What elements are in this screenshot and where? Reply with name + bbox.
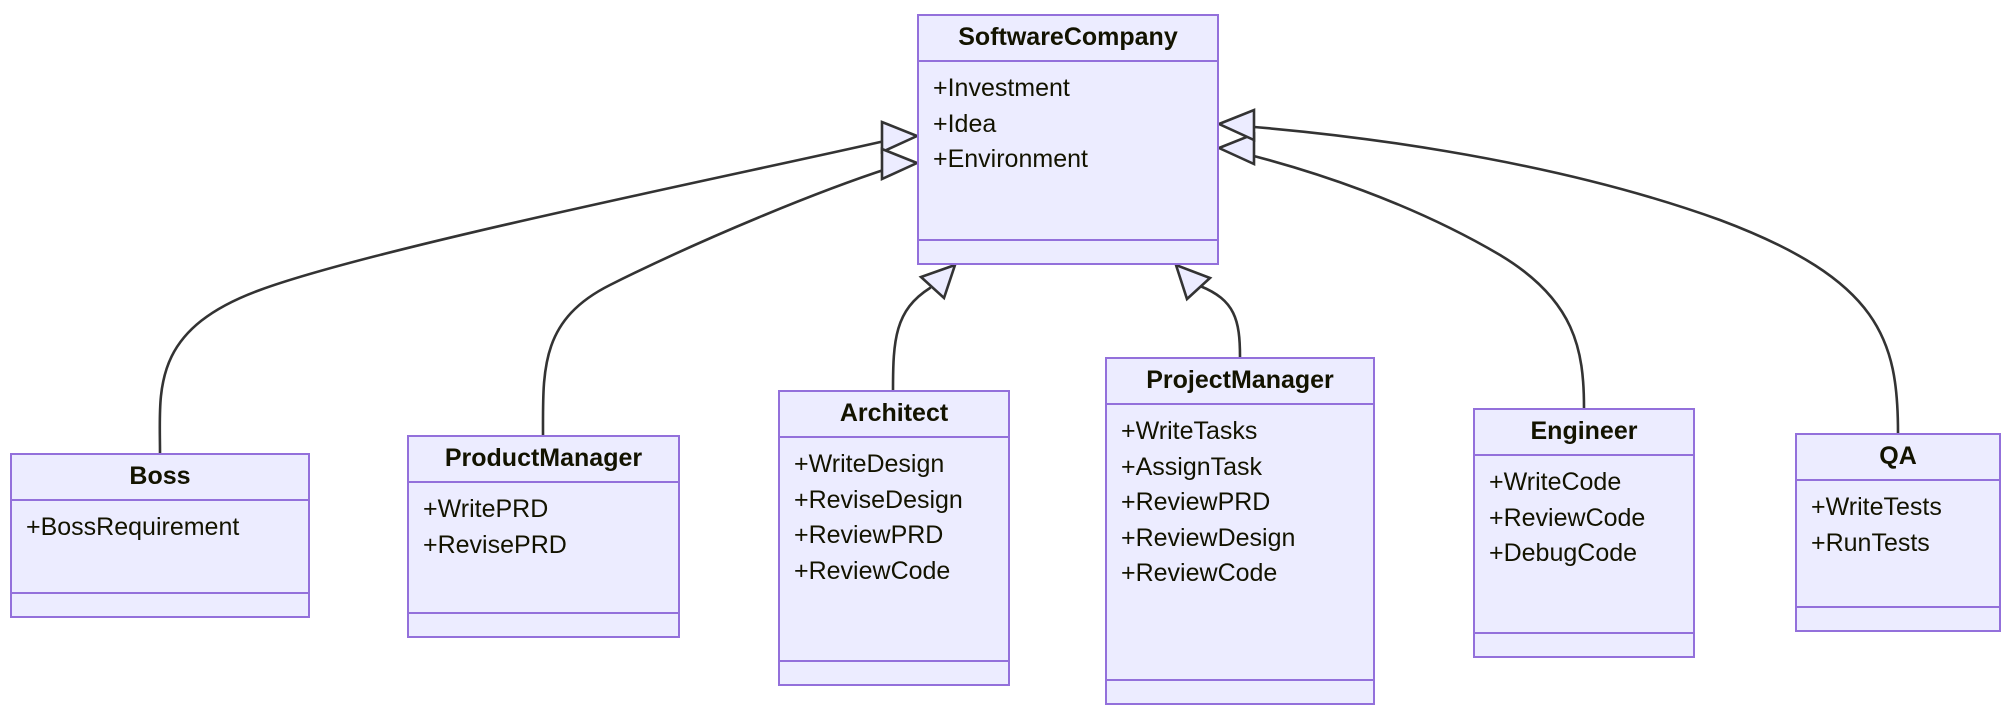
class-methods-software-company	[919, 241, 1217, 263]
class-box-software-company[interactable]: SoftwareCompany +Investment +Idea +Envir…	[917, 14, 1219, 265]
class-box-product-manager[interactable]: ProductManager +WritePRD +RevisePRD	[407, 435, 680, 638]
class-attributes-qa: +WriteTests +RunTests	[1797, 481, 1999, 608]
hollow-triangle-arrowhead	[1173, 262, 1213, 302]
attribute-item: +DebugCode	[1489, 539, 1638, 567]
class-name-boss: Boss	[12, 455, 308, 501]
class-name-project-manager: ProjectManager	[1107, 359, 1373, 405]
class-attributes-product-manager: +WritePRD +RevisePRD	[409, 483, 678, 614]
attribute-item: +ReviewCode	[794, 556, 951, 585]
attribute-item: +WriteTests	[1811, 493, 1942, 521]
class-methods-engineer	[1475, 634, 1693, 656]
class-name-architect: Architect	[780, 392, 1008, 438]
class-methods-architect	[780, 662, 1008, 684]
hollow-triangle-arrowhead	[880, 120, 921, 155]
attribute-item: +ReviewPRD	[794, 521, 944, 549]
class-methods-boss	[12, 594, 308, 616]
class-name-qa: QA	[1797, 435, 1999, 481]
class-box-boss[interactable]: Boss +BossRequirement	[10, 453, 310, 618]
attribute-item: +RunTests	[1811, 528, 1930, 557]
attribute-item: +WritePRD	[423, 495, 549, 523]
attribute-item: +AssignTask	[1121, 452, 1263, 481]
class-attributes-boss: +BossRequirement	[12, 501, 308, 594]
class-box-engineer[interactable]: Engineer +WriteCode +ReviewCode +DebugCo…	[1473, 408, 1695, 658]
class-attributes-project-manager: +WriteTasks +AssignTask +ReviewPRD +Revi…	[1107, 405, 1373, 681]
attribute-item: +Investment	[933, 74, 1070, 102]
class-name-software-company: SoftwareCompany	[919, 16, 1217, 62]
attribute-item: +Idea	[933, 109, 997, 138]
edge-project-manager-to-software-company	[1173, 262, 1242, 359]
class-attributes-architect: +WriteDesign +ReviseDesign +ReviewPRD +R…	[780, 438, 1008, 662]
class-box-qa[interactable]: QA +WriteTests +RunTests	[1795, 433, 2001, 632]
attribute-item: +RevisePRD	[423, 530, 567, 559]
class-box-architect[interactable]: Architect +WriteDesign +ReviseDesign +Re…	[778, 390, 1010, 686]
edge-architect-to-software-company	[891, 262, 958, 392]
hollow-triangle-arrowhead	[880, 147, 921, 182]
class-methods-product-manager	[409, 614, 678, 636]
hollow-triangle-arrowhead	[1215, 108, 1256, 143]
attribute-item: +ReviewPRD	[1121, 488, 1271, 516]
hollow-triangle-arrowhead	[1215, 132, 1256, 167]
attribute-item: +ReviewCode	[1121, 559, 1278, 587]
class-attributes-engineer: +WriteCode +ReviewCode +DebugCode	[1475, 456, 1693, 634]
attribute-item: +ReviewCode	[1489, 503, 1646, 532]
attribute-item: +ReviewDesign	[1121, 523, 1296, 552]
class-box-project-manager[interactable]: ProjectManager +WriteTasks +AssignTask +…	[1105, 357, 1375, 705]
attribute-item: +WriteCode	[1489, 468, 1622, 496]
attribute-item: +ReviseDesign	[794, 485, 963, 514]
class-methods-project-manager	[1107, 681, 1373, 703]
attribute-item: +Environment	[933, 145, 1088, 173]
attribute-item: +WriteDesign	[794, 450, 945, 478]
class-attributes-software-company: +Investment +Idea +Environment	[919, 62, 1217, 241]
attribute-item: +WriteTasks	[1121, 417, 1258, 445]
class-name-engineer: Engineer	[1475, 410, 1693, 456]
class-methods-qa	[1797, 608, 1999, 630]
attribute-item: +BossRequirement	[26, 513, 240, 541]
hollow-triangle-arrowhead	[918, 262, 958, 301]
class-name-product-manager: ProductManager	[409, 437, 678, 483]
